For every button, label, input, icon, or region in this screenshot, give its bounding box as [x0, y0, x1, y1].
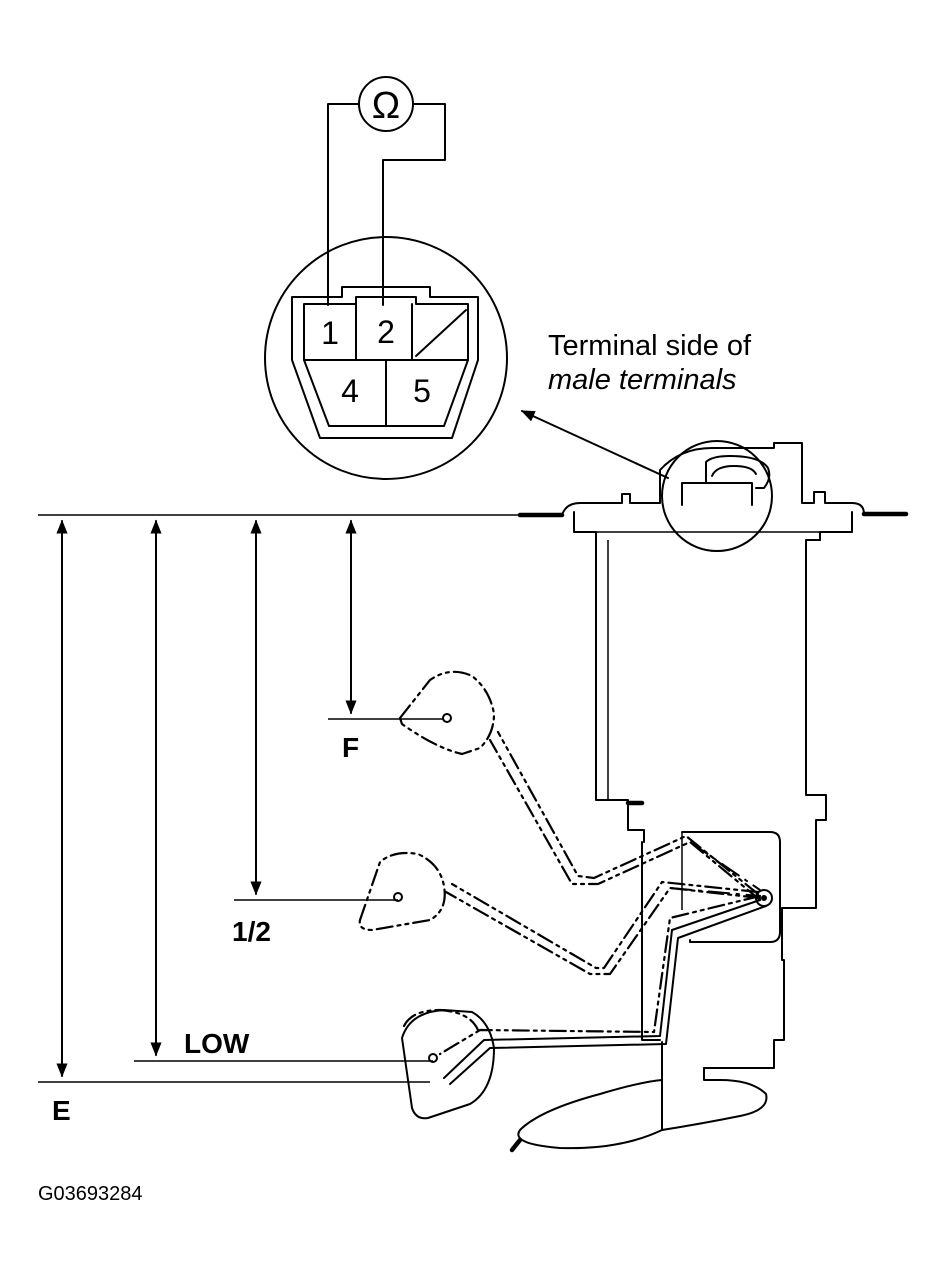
float-arm-full	[398, 670, 762, 902]
callout-line-1: Terminal side of	[548, 330, 752, 362]
float-half	[358, 851, 446, 932]
connector-magnifier: 1 2 4 5	[264, 236, 508, 480]
sender-unit	[509, 440, 909, 1153]
float-low	[402, 1008, 480, 1032]
lead-to-pin-2	[382, 103, 446, 306]
dimension-lines	[38, 514, 520, 1083]
callout-line-2: male terminals	[548, 364, 737, 396]
magnifier-circle	[264, 236, 508, 480]
pin-4-label: 4	[341, 373, 359, 409]
float-arm-low	[402, 894, 762, 1056]
terminal-block	[681, 482, 753, 506]
callout-arrow	[520, 410, 669, 479]
float-arm-empty	[401, 899, 767, 1120]
float-empty	[401, 1009, 495, 1120]
pin-1-label: 1	[321, 315, 339, 351]
float-arm-half	[358, 851, 762, 976]
float-full	[398, 670, 496, 756]
ohm-symbol: Ω	[372, 85, 400, 127]
blank-cavity-slash	[415, 309, 467, 357]
sender-magnifier-circle	[661, 440, 773, 552]
pin-2-label: 2	[377, 314, 395, 350]
label-half: 1/2	[232, 916, 271, 947]
lead-to-pin-1	[327, 103, 360, 306]
pin-5-label: 5	[413, 373, 431, 409]
sender-top-cap	[561, 442, 865, 516]
ohmmeter: Ω	[327, 76, 446, 306]
connector-housing-outer	[291, 286, 479, 439]
label-full: F	[342, 732, 359, 763]
strainer	[517, 1079, 663, 1150]
pivot-housing	[681, 831, 781, 943]
label-low: LOW	[184, 1028, 250, 1059]
body-left-edge	[595, 539, 645, 843]
body-right-edge	[703, 539, 827, 1069]
connector-housing-inner	[303, 296, 469, 427]
label-empty: E	[52, 1095, 71, 1126]
figure-id: G03693284	[38, 1183, 143, 1205]
